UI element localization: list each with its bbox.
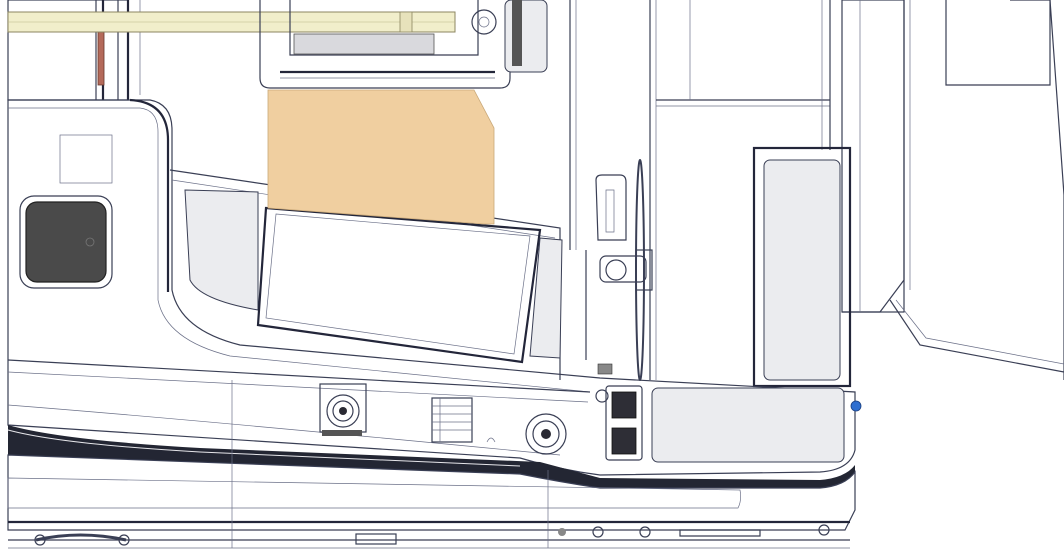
- steering-wheel-icon: [595, 159, 653, 381]
- lower-hull: [7, 380, 856, 549]
- bulkhead-lines: [569, 0, 831, 380]
- hatch-icon: [19, 134, 113, 289]
- highlight-zone: [267, 89, 495, 225]
- side-deck-block: [841, 0, 1064, 380]
- locker-box: [752, 146, 852, 388]
- hull-stripe: [7, 425, 855, 488]
- winch-icon: [525, 413, 567, 455]
- winch-icon: [319, 383, 367, 436]
- vent-grille-icon: [431, 397, 496, 443]
- top-strip: [7, 11, 456, 33]
- fitting-icon: [595, 363, 862, 412]
- upper-hatch-frame: [259, 0, 548, 89]
- instrument-panels: [605, 385, 845, 463]
- cleat-icon: [34, 524, 830, 546]
